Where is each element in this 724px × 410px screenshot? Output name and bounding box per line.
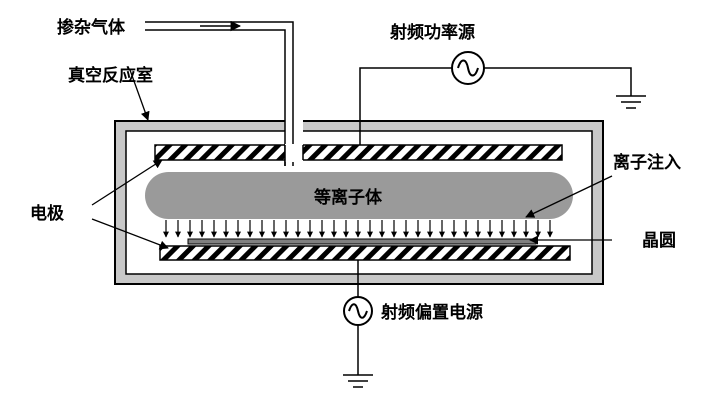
rf-power-source-symbol (451, 51, 485, 85)
ion-implantation-label: 离子注入 (613, 152, 681, 173)
wafer (187, 238, 537, 245)
rf-power-source-label: 射频功率源 (389, 22, 475, 43)
plasma-label: 等离子体 (314, 187, 383, 208)
dopant-gas-label: 掺杂气体 (57, 17, 126, 38)
vacuum-chamber-label: 真空反应室 (68, 65, 153, 86)
rf-power-wiring (359, 67, 632, 145)
ion-arrows (163, 220, 553, 238)
plasma-region (145, 172, 573, 219)
electrode-label: 电极 (30, 203, 64, 224)
rf-bias-source-label: 射频偏置电源 (380, 302, 483, 323)
bottom-electrode (159, 245, 571, 261)
top-electrode (154, 144, 563, 161)
wafer-label: 晶圆 (642, 231, 676, 251)
gas-inlet-tube (145, 20, 303, 166)
ground-icon (343, 374, 373, 388)
leader-lines (91, 69, 613, 250)
rf-bias-source-symbol (343, 296, 373, 326)
ground-icon (616, 95, 646, 109)
